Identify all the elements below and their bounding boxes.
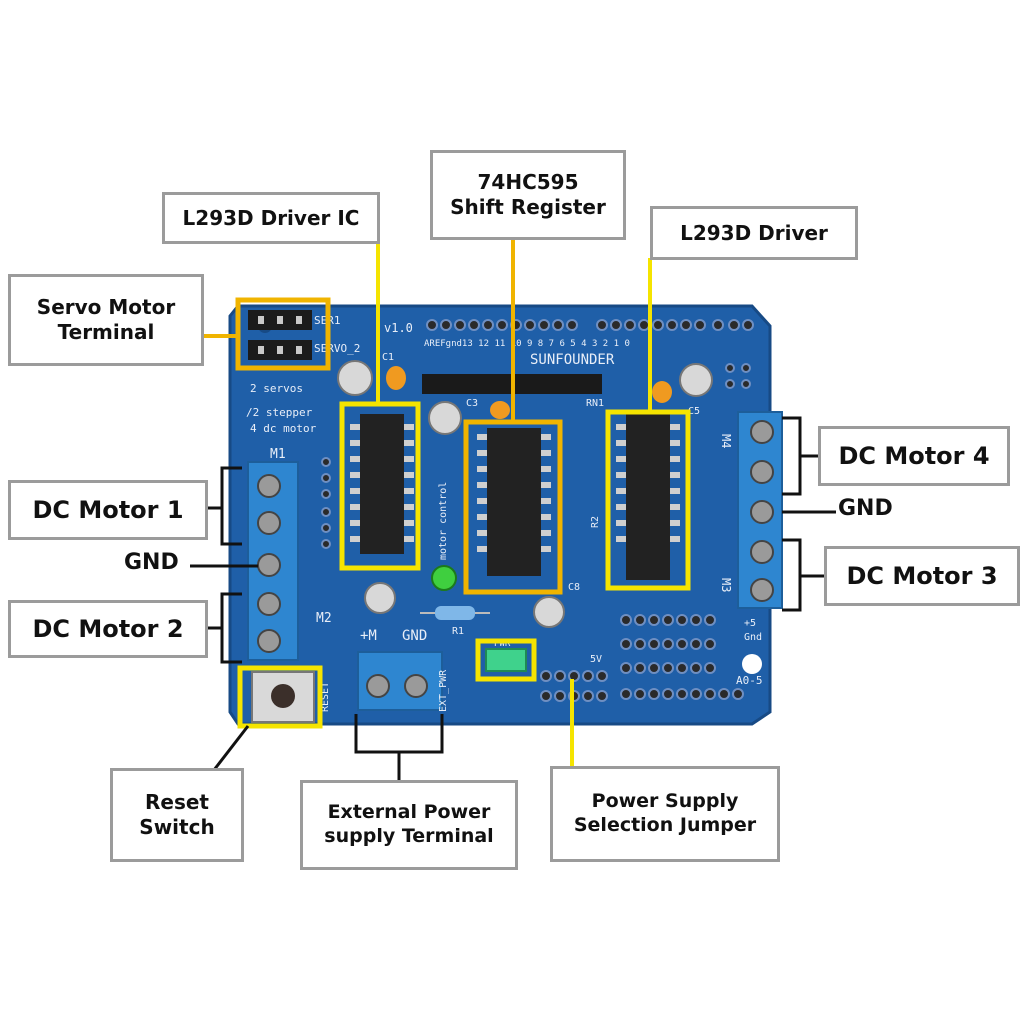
pcb-header-pin-labels: AREFgnd13 12 11 10 9 8 7 6 5 4 3 2 1 0 bbox=[424, 339, 630, 349]
shift-register-chip bbox=[477, 428, 551, 576]
pcb-m1: M1 bbox=[270, 447, 286, 462]
pcb-version: v1.0 bbox=[384, 321, 413, 335]
callout-dc-motor-3: DC Motor 3 bbox=[824, 546, 1020, 606]
pcb-m3: M3 bbox=[719, 578, 733, 592]
callout-servo-line1: Servo Motor bbox=[36, 295, 176, 319]
pcb-c3: C3 bbox=[466, 398, 478, 409]
capacitors bbox=[337, 360, 713, 628]
pcb-rn1: RN1 bbox=[586, 398, 604, 409]
highlight-reset bbox=[237, 665, 323, 729]
analog-header-pins bbox=[540, 614, 744, 702]
callout-dc-motor-4-text: DC Motor 4 bbox=[838, 442, 990, 470]
callout-reset-line1: Reset bbox=[145, 790, 209, 814]
callout-servo-terminal: Servo Motor Terminal bbox=[8, 274, 204, 366]
power-jumper bbox=[485, 648, 527, 672]
pcb-gnd-small: Gnd bbox=[744, 632, 762, 643]
callout-shift-register-line1: 74HC595 bbox=[477, 170, 579, 194]
pcb-m2: M2 bbox=[316, 611, 332, 626]
callout-shift-register: 74HC595 Shift Register bbox=[430, 150, 626, 240]
pcb-brand: SUNFOUNDER bbox=[530, 352, 615, 368]
pcb-motor-control: motor control bbox=[438, 482, 449, 560]
left-terminal-block bbox=[247, 461, 299, 661]
pcb-5v: 5V bbox=[590, 654, 602, 665]
label-gnd-right: GND bbox=[838, 496, 893, 521]
callout-dc-motor-1-text: DC Motor 1 bbox=[32, 496, 184, 524]
pcb-servo2: SERVO_2 bbox=[314, 342, 360, 355]
callout-servo-line2: Terminal bbox=[57, 320, 155, 344]
pcb-a0-5: A0-5 bbox=[736, 674, 763, 687]
resistor-r1 bbox=[420, 606, 490, 620]
callout-dc-motor-2-text: DC Motor 2 bbox=[32, 615, 184, 643]
callout-l293d-driver-text: L293D Driver bbox=[680, 220, 828, 245]
callout-ext-power-line2: supply Terminal bbox=[324, 825, 494, 847]
right-terminal-block bbox=[737, 411, 783, 609]
label-gnd-left: GND bbox=[124, 550, 179, 575]
pcb-pwr: PWR bbox=[494, 639, 511, 649]
pcb-ext-pwr: EXT_PWR bbox=[438, 669, 449, 712]
callout-dc-motor-1: DC Motor 1 bbox=[8, 480, 208, 540]
callout-dc-motor-3-text: DC Motor 3 bbox=[846, 562, 998, 590]
pcb-dc-text: 4 dc motor bbox=[250, 422, 317, 435]
ext-power-terminal bbox=[357, 651, 443, 711]
callout-reset-line2: Switch bbox=[139, 815, 215, 839]
reset-button bbox=[251, 671, 315, 723]
pcb-c1: C1 bbox=[382, 352, 394, 363]
callout-jumper-line1: Power Supply bbox=[591, 790, 739, 813]
pcb-c8: C8 bbox=[568, 582, 580, 593]
pcb-plus-m: +M bbox=[360, 628, 377, 644]
pcb-servos-text: 2 servos bbox=[250, 382, 303, 395]
pcb-r2: R2 bbox=[590, 516, 601, 528]
power-led bbox=[431, 565, 457, 591]
callout-l293d-driver-ic-text: L293D Driver IC bbox=[182, 205, 360, 230]
pcb-plus5: +5 bbox=[744, 618, 756, 629]
pcb-stepper-text: /2 stepper bbox=[246, 406, 313, 419]
callout-l293d-driver-ic: L293D Driver IC bbox=[162, 192, 380, 244]
pcb-r1: R1 bbox=[452, 626, 464, 637]
servo-header bbox=[248, 310, 312, 360]
callout-jumper-line2: Selection Jumper bbox=[573, 814, 757, 836]
callout-reset-switch: Reset Switch bbox=[110, 768, 244, 862]
small-headers bbox=[321, 363, 751, 549]
callout-external-power: External Power supply Terminal bbox=[300, 780, 518, 870]
callout-l293d-driver: L293D Driver bbox=[650, 206, 858, 260]
leader-lines bbox=[190, 238, 836, 780]
callout-power-jumper: Power Supply Selection Jumper bbox=[550, 766, 780, 862]
pcb-m4: M4 bbox=[719, 434, 733, 448]
l293d-chip-right bbox=[616, 414, 680, 580]
pcb-reset: RESET bbox=[320, 682, 331, 712]
callout-shift-register-line2: Shift Register bbox=[450, 195, 606, 219]
callout-ext-power-line1: External Power bbox=[327, 801, 491, 824]
pcb-gnd: GND bbox=[402, 628, 427, 644]
l293d-chip-left bbox=[350, 414, 414, 554]
callout-dc-motor-4: DC Motor 4 bbox=[818, 426, 1010, 486]
pcb-c5: C5 bbox=[688, 406, 700, 417]
callout-dc-motor-2: DC Motor 2 bbox=[8, 600, 208, 658]
highlight-jumper bbox=[475, 638, 537, 682]
